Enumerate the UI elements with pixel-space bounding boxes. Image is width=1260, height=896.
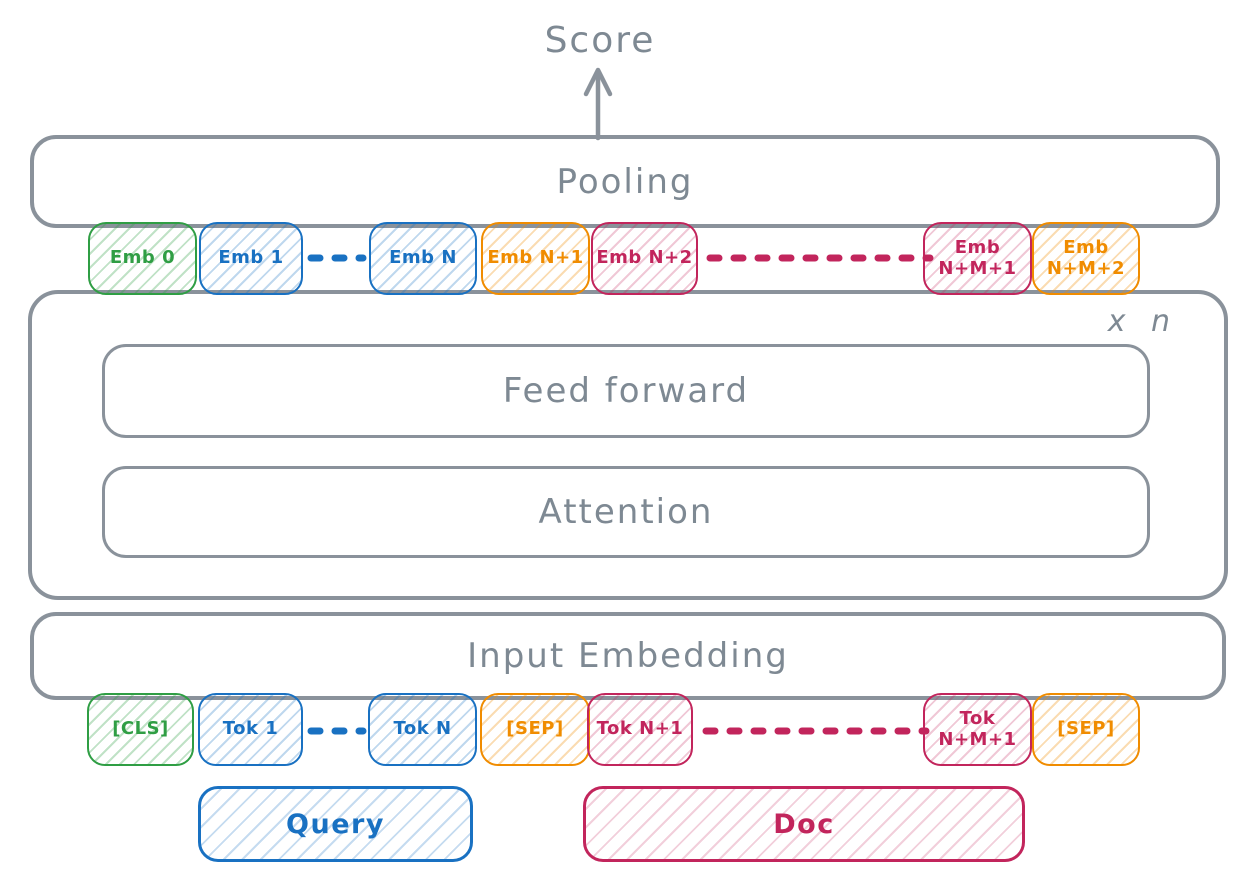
tok-chip-1: Tok 1 (198, 693, 303, 766)
loop-count-label: x n (1107, 304, 1178, 339)
input-embedding-box: Input Embedding (30, 612, 1226, 700)
emb-chip-n1: Emb N+1 (481, 222, 590, 295)
emb-ellipsis-blue-icon (307, 254, 367, 262)
feed-forward-label: Feed forward (502, 371, 750, 411)
tok-chip-n: Tok N (368, 693, 477, 766)
query-box: Query (198, 786, 473, 862)
cls-chip: [CLS] (87, 693, 194, 766)
input-embedding-label: Input Embedding (467, 636, 789, 676)
doc-label: Doc (773, 808, 835, 840)
emb-chip-nm2: Emb N+M+2 (1032, 222, 1140, 295)
emb-chip-nm1: Emb N+M+1 (923, 222, 1032, 295)
tok-ellipsis-blue-icon (307, 727, 367, 735)
tok-chip-nm1: Tok N+M+1 (923, 693, 1032, 766)
pooling-box: Pooling (30, 135, 1220, 228)
encoder-stack-box: x n Feed forward Attention (28, 290, 1228, 600)
emb-chip-n: Emb N (369, 222, 477, 295)
score-label: Score (544, 20, 656, 61)
query-label: Query (286, 808, 385, 840)
up-arrow-icon (583, 67, 613, 141)
emb-ellipsis-crimson-icon (706, 254, 934, 262)
attention-label: Attention (538, 492, 714, 532)
doc-box: Doc (583, 786, 1025, 862)
tok-ellipsis-crimson-icon (702, 727, 930, 735)
sep-chip-2: [SEP] (1032, 693, 1140, 766)
feed-forward-box: Feed forward (102, 344, 1150, 438)
sep-chip-1: [SEP] (480, 693, 590, 766)
emb-chip-n2: Emb N+2 (591, 222, 698, 295)
tok-chip-n1: Tok N+1 (587, 693, 693, 766)
attention-box: Attention (102, 466, 1150, 558)
pooling-label: Pooling (556, 161, 694, 202)
emb-chip-0: Emb 0 (88, 222, 197, 295)
emb-chip-1: Emb 1 (199, 222, 303, 295)
